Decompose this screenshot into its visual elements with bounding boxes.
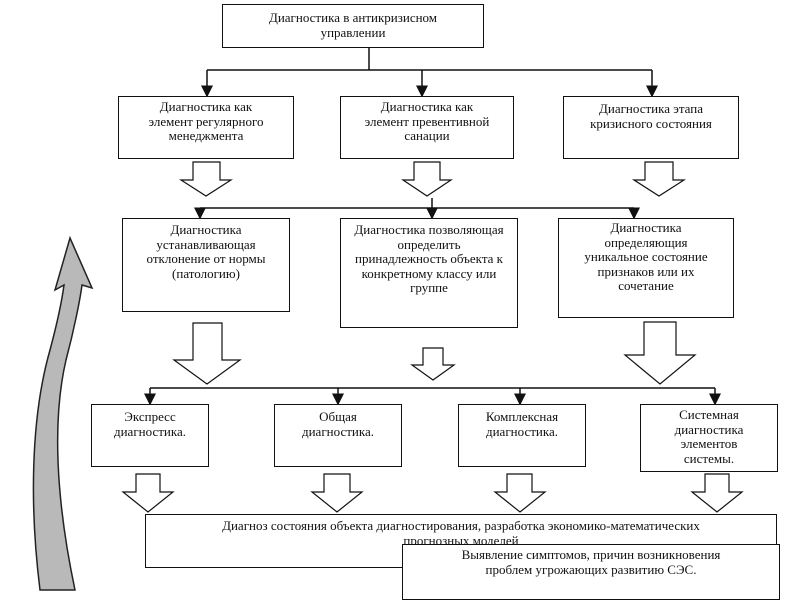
level1-node-crisis-stage: Диагностика этапа кризисного состояния bbox=[563, 96, 739, 159]
result-label: Диагноз состояния объекта диагностирован… bbox=[222, 518, 700, 548]
level1-node-regular-management: Диагностика как элемент регулярного мене… bbox=[118, 96, 294, 159]
level3-node-general: Общая диагностика. bbox=[274, 404, 402, 467]
root-label: Диагностика в антикризисном управлении bbox=[268, 10, 438, 40]
root-node: Диагностика в антикризисном управлении bbox=[222, 4, 484, 48]
final-label: Выявление симптомов, причин возникновени… bbox=[461, 547, 721, 577]
level3-connector bbox=[144, 387, 721, 406]
level1-node-preventive-sanation: Диагностика как элемент превентивной сан… bbox=[340, 96, 514, 159]
level3-label: Общая диагностика. bbox=[301, 409, 374, 439]
root-connector bbox=[201, 48, 658, 98]
level3-node-express: Экспресс диагностика. bbox=[91, 404, 209, 467]
level1-label: Диагностика как элемент регулярного мене… bbox=[148, 99, 264, 143]
level2-node-unique-state: Диагностика определяющия уникальное сост… bbox=[558, 218, 734, 318]
feedback-curved-arrow bbox=[32, 235, 94, 591]
level2-label: Диагностика определяющия уникальное сост… bbox=[584, 220, 708, 293]
level3-label: Системная диагностика элементов системы. bbox=[674, 407, 744, 466]
level2-label: Диагностика устанавливающая отклонение о… bbox=[146, 222, 266, 281]
level3-node-systemic: Системная диагностика элементов системы. bbox=[640, 404, 778, 472]
level2-node-classification: Диагностика позволяющая определить прина… bbox=[340, 218, 518, 328]
level2-node-deviation: Диагностика устанавливающая отклонение о… bbox=[122, 218, 290, 312]
level2-connector bbox=[194, 198, 640, 220]
level3-node-complex: Комплексная диагностика. bbox=[458, 404, 586, 467]
hollow-arrows-row2 bbox=[172, 321, 697, 385]
hollow-arrows-row1 bbox=[178, 161, 687, 197]
level1-label: Диагностика как элемент превентивной сан… bbox=[364, 99, 490, 143]
level3-label: Комплексная диагностика. bbox=[485, 409, 559, 439]
final-node: Выявление симптомов, причин возникновени… bbox=[402, 544, 780, 600]
level2-label: Диагностика позволяющая определить прина… bbox=[354, 222, 504, 295]
level1-label: Диагностика этапа кризисного состояния bbox=[590, 101, 712, 131]
hollow-arrows-row3 bbox=[121, 473, 744, 513]
level3-label: Экспресс диагностика. bbox=[113, 409, 186, 439]
